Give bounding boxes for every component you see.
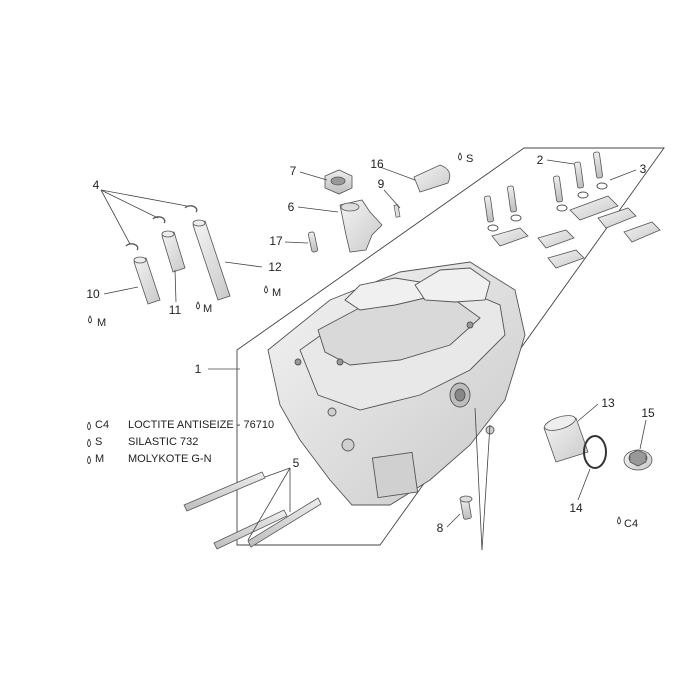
legend-row-m: M MOLYKOTE G-N: [86, 451, 274, 468]
camshaft-caps: [491, 195, 661, 269]
part-3-washers: [487, 182, 608, 232]
mark-m-10: M: [88, 315, 106, 329]
callout-2: 2: [537, 153, 544, 167]
callout-16: 16: [370, 157, 384, 171]
part-9-dowel: [393, 204, 401, 218]
callout-8: 8: [437, 521, 444, 535]
callout-15: 15: [641, 406, 655, 420]
legend-text-c4: LOCTITE ANTISEIZE - 76710: [128, 419, 275, 431]
part-4-circlips: [125, 205, 198, 251]
drop-icon: [617, 516, 621, 525]
mark-s-16: S: [458, 152, 473, 165]
callout-4: 4: [93, 178, 100, 192]
drop-icon: [196, 301, 200, 310]
callout-13: 13: [601, 396, 615, 410]
part-14-o-ring: [583, 435, 607, 469]
part-17-dowel-pin: [307, 231, 319, 253]
callout-14: 14: [569, 501, 583, 515]
part-5-studs: [183, 471, 322, 550]
callout-11: 11: [169, 303, 182, 317]
legend-code-s: S: [95, 436, 103, 448]
part-15-plug: [623, 449, 653, 471]
head-assembly-outline: [236, 147, 665, 546]
legend-row-s: S SILASTIC 732: [86, 434, 274, 451]
drop-icon: [458, 152, 462, 161]
svg-text:M: M: [203, 303, 212, 315]
part-8-bolt: [459, 495, 473, 520]
svg-text:S: S: [466, 153, 473, 165]
part-6-guide-block: [339, 199, 383, 253]
leader-lines: [100, 159, 647, 551]
callout-17: 17: [269, 234, 283, 248]
svg-text:M: M: [97, 317, 106, 329]
drop-icon: [88, 315, 92, 324]
lubricant-legend: C4 LOCTITE ANTISEIZE - 76710 S SILASTIC …: [86, 417, 274, 468]
callout-9: 9: [378, 177, 385, 191]
part-16-half-moon-seal: [413, 164, 451, 193]
part-12-pin: [192, 219, 231, 301]
part-13-sleeve: [543, 415, 589, 463]
callout-6: 6: [288, 200, 295, 214]
callout-numbers: 1 2 3 4 5 6 7 8 9 10 11 12 13 14 15 16 1…: [86, 153, 655, 535]
part-7-nut: [324, 169, 353, 195]
part-11-pin: [161, 230, 186, 273]
drop-icon: [87, 438, 91, 447]
drop-icon: [87, 455, 91, 464]
part-10-pin: [133, 256, 161, 305]
svg-text:C4: C4: [624, 518, 638, 530]
legend-row-c4: C4 LOCTITE ANTISEIZE - 76710: [86, 417, 274, 434]
material-marks: M M M S C4: [88, 152, 638, 530]
cylinder-head: [267, 261, 526, 506]
callout-7: 7: [290, 164, 297, 178]
part-2-bolts: [484, 151, 603, 223]
callout-12: 12: [268, 260, 282, 274]
callout-10: 10: [86, 287, 100, 301]
mark-c4-15: C4: [617, 516, 638, 530]
drop-icon: [87, 421, 91, 430]
callout-1: 1: [195, 362, 202, 376]
legend-code-m: M: [95, 453, 105, 465]
legend-text-m: MOLYKOTE G-N: [128, 453, 212, 465]
legend-text-s: SILASTIC 732: [128, 436, 199, 448]
legend-code-c4: C4: [95, 419, 110, 431]
callout-3: 3: [640, 162, 647, 176]
drop-icon: [264, 285, 268, 294]
mark-m-11: M: [196, 301, 212, 315]
svg-text:M: M: [272, 287, 281, 299]
callout-5: 5: [293, 456, 300, 470]
mark-m-12: M: [264, 285, 281, 299]
